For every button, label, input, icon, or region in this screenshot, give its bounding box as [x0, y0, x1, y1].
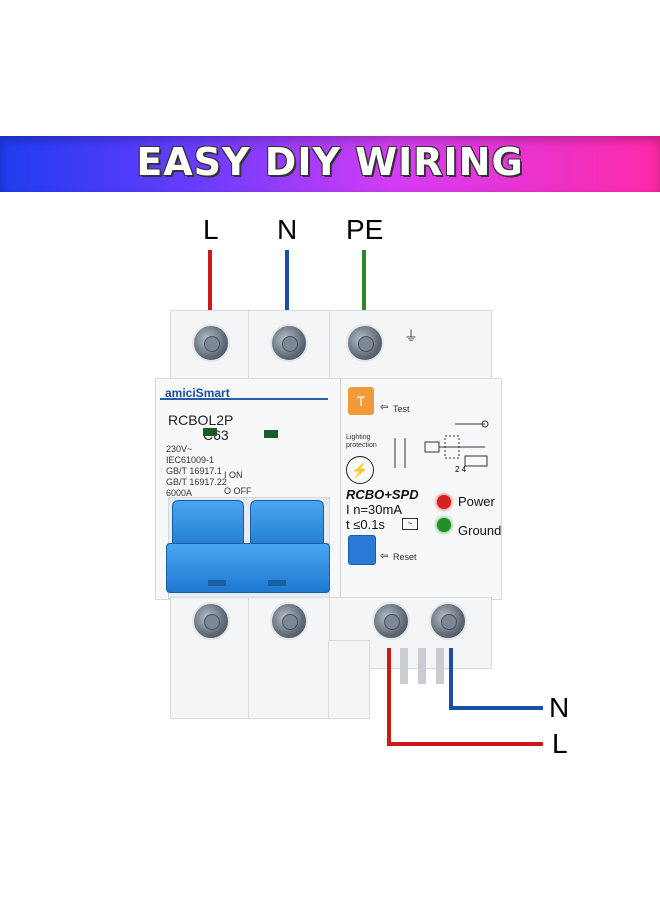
module-divider	[340, 378, 341, 598]
input-l-label: L	[203, 214, 219, 245]
ground-symbol-icon: ⏚	[404, 328, 418, 344]
wire-l-in	[208, 250, 212, 312]
screw-n-out	[270, 602, 308, 640]
off-label: O OFF	[224, 486, 252, 496]
arrow-icon-2: ⇦	[380, 551, 389, 562]
spec-5: 6000A	[166, 488, 193, 498]
wire-pe-in	[362, 250, 366, 312]
spec-3: GB/T 16917.1	[166, 466, 222, 476]
spec-4: GB/T 16917.22	[166, 477, 227, 487]
power-led	[437, 495, 451, 509]
brand-line	[160, 398, 328, 400]
reset-button[interactable]	[348, 535, 376, 565]
handle-slot-2	[268, 580, 286, 586]
screw-pe-in	[346, 324, 384, 362]
banner-title: EASY DIY WIRING	[136, 140, 524, 184]
output-l-label: L	[552, 728, 568, 759]
test-button[interactable]: T	[348, 387, 374, 415]
title-banner	[0, 136, 660, 192]
screw-n-in	[270, 324, 308, 362]
screw-rcbo-l	[372, 602, 410, 640]
wire-n-in	[285, 250, 289, 312]
screw-rcbo-n	[429, 602, 467, 640]
switch-handle-bar[interactable]	[166, 543, 330, 593]
screw-l-out	[192, 602, 230, 640]
ground-led	[437, 518, 451, 532]
wire-l-out-vertical	[387, 648, 391, 746]
arrow-icon: ⇦	[380, 402, 389, 413]
handle-slot-1	[208, 580, 226, 586]
svg-text:2 4: 2 4	[455, 465, 467, 474]
input-pe-label: PE	[346, 214, 384, 245]
input-n-label: N	[277, 214, 298, 245]
output-n-label: N	[549, 692, 570, 723]
indicator-window-1	[203, 428, 217, 436]
terminal-fin-3	[436, 648, 444, 684]
spec-1: 230V~	[166, 444, 193, 454]
spec-2: IEC61009-1	[166, 455, 215, 465]
power-label: Power	[458, 494, 495, 509]
ground-label: Ground	[458, 523, 502, 538]
terminal-fin-1	[400, 648, 408, 684]
test-label: Test	[393, 404, 410, 414]
circuit-diagram: 2 4	[394, 420, 489, 474]
model-label: RCBOL2P	[168, 412, 234, 428]
wire-n-out-horizontal	[449, 706, 543, 710]
trip-time: t ≤0.1s	[346, 517, 385, 532]
wire-l-out-horizontal	[387, 742, 543, 746]
rcbo-spd-label: RCBO+SPD	[346, 487, 419, 502]
lightning-icon: ⚡	[346, 456, 374, 484]
in-rating: I n=30mA	[346, 502, 403, 517]
indicator-window-2	[264, 430, 278, 438]
brand-logo: amiciSmart	[165, 386, 230, 400]
wire-n-out-vertical	[449, 648, 453, 710]
ac-symbol-icon: ~	[402, 518, 418, 530]
screw-l-in	[192, 324, 230, 362]
terminal-fin-2	[418, 648, 426, 684]
reset-label: Reset	[393, 552, 417, 562]
lighting-label: Lighting protection	[346, 434, 377, 449]
terminal-spacer	[328, 640, 370, 719]
on-label: I ON	[224, 470, 243, 480]
